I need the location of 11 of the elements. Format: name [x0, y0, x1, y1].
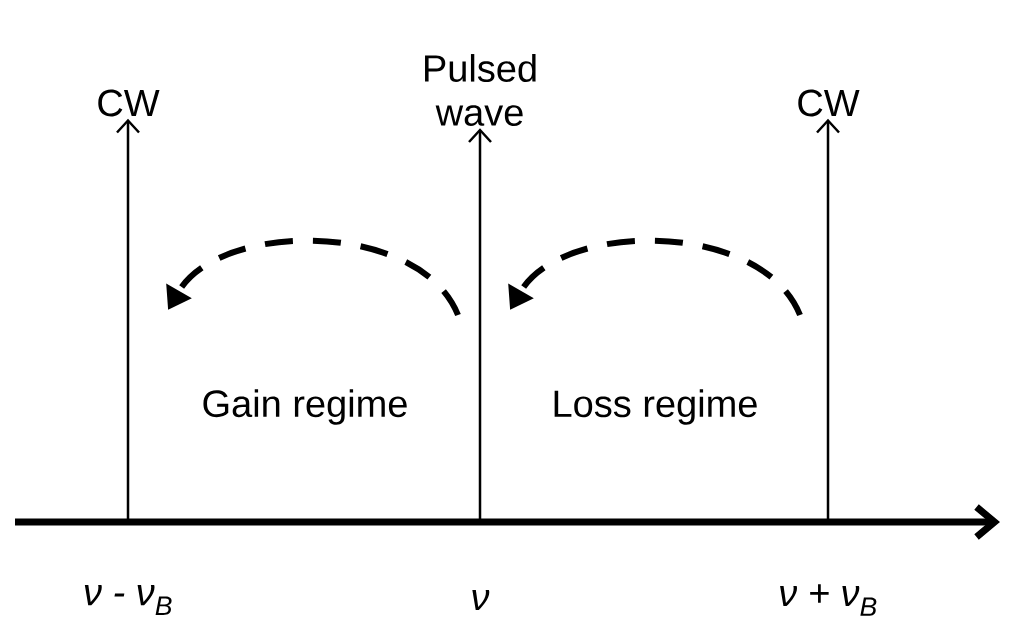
- spectral-line-label: Pulsed wave: [425, 54, 536, 126]
- spectral-line-label: CW: [798, 89, 860, 117]
- frequency-label: ν - ν$_{B}$: [84, 585, 172, 615]
- spectral-line-label: CW: [98, 89, 160, 117]
- frequency-label: ν + ν$_{B}$: [780, 584, 877, 616]
- region-label: Gain regime: [203, 389, 407, 425]
- spectral-line-arrow: [468, 128, 492, 522]
- region-label: Loss regime: [554, 389, 757, 425]
- frequency-label: ν: [472, 589, 490, 611]
- spectral-line-arrow: [816, 118, 840, 522]
- spectral-line-arrow: [116, 118, 140, 522]
